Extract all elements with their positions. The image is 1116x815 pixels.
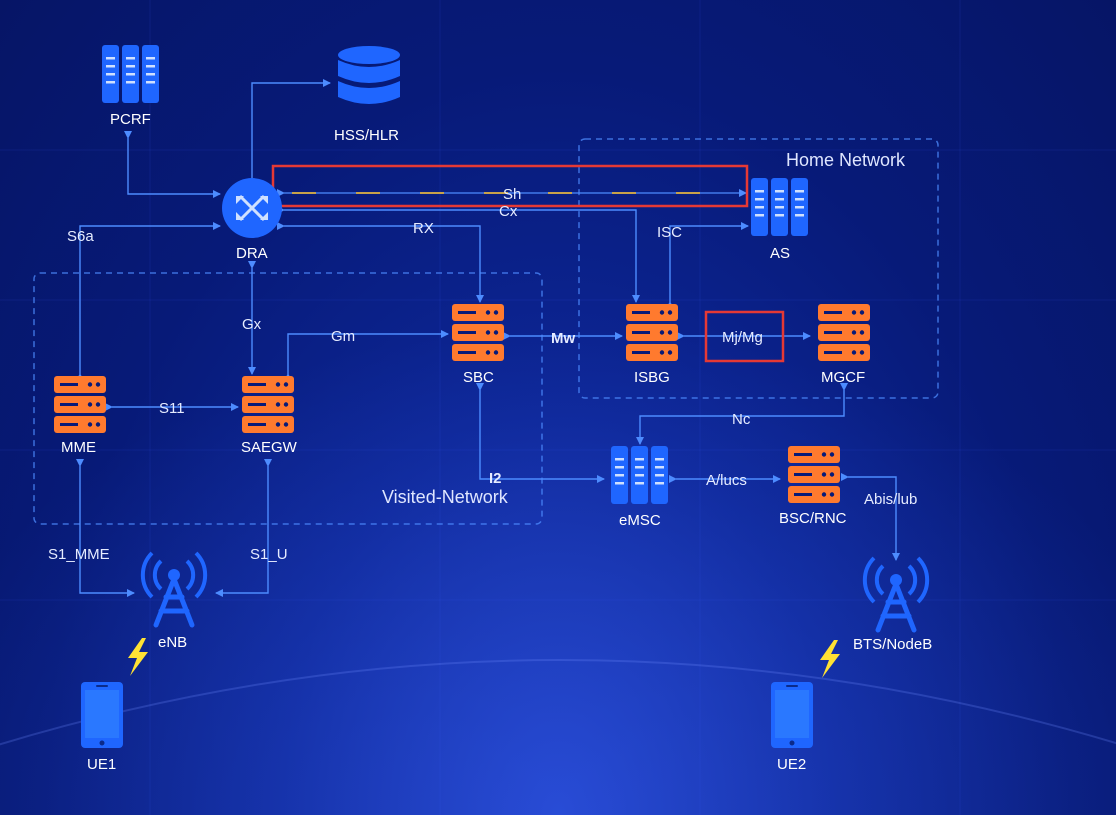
server-blue-icon	[751, 178, 808, 236]
svg-text:DRA: DRA	[236, 245, 268, 262]
as-node: AS	[751, 178, 808, 262]
svg-text:MGCF: MGCF	[821, 369, 865, 386]
router-icon	[222, 178, 282, 238]
link-label-cx: Cx	[499, 203, 518, 220]
svg-text:BTS/NodeB: BTS/NodeB	[853, 636, 932, 653]
hss-node: HSS/HLR	[334, 46, 400, 144]
enb-node: eNB	[143, 553, 205, 651]
server-orange-icon	[242, 376, 294, 433]
svg-text:UE1: UE1	[87, 756, 116, 773]
svg-text:BSC/RNC: BSC/RNC	[779, 510, 847, 527]
link-label-rx: RX	[413, 220, 434, 237]
pcrf-node: PCRF	[102, 45, 159, 128]
phone-icon	[771, 682, 813, 748]
svg-text:AS: AS	[770, 245, 790, 262]
phone-icon	[81, 682, 123, 748]
link-label-s1mme: S1_MME	[48, 546, 110, 563]
link-label-isc: ISC	[657, 224, 682, 241]
sbc-node: SBC	[452, 304, 504, 386]
mgcf-node: MGCF	[818, 304, 870, 386]
server-blue-icon	[102, 45, 159, 103]
link-label-s1u: S1_U	[250, 546, 288, 563]
link-label-alucs: A/lucs	[706, 472, 747, 489]
svg-text:UE2: UE2	[777, 756, 806, 773]
link-label-gx: Gx	[242, 316, 262, 333]
home-network-label: Home Network	[786, 150, 906, 170]
ue1-node: UE1	[81, 682, 123, 773]
link-label-abis: Abis/lub	[864, 491, 917, 508]
sh-highlight-box	[271, 164, 749, 208]
server-blue-icon	[611, 446, 668, 504]
server-orange-icon	[54, 376, 106, 433]
svg-text:HSS/HLR: HSS/HLR	[334, 127, 399, 144]
mme-node: MME	[54, 376, 106, 456]
bsc-node: BSC/RNC	[779, 446, 847, 527]
server-orange-icon	[818, 304, 870, 361]
server-orange-icon	[788, 446, 840, 503]
visited-network-label: Visited-Network	[382, 487, 509, 507]
server-orange-icon	[626, 304, 678, 361]
database-icon	[338, 46, 400, 104]
svg-text:ISBG: ISBG	[634, 369, 670, 386]
link-label-nc: Nc	[732, 411, 751, 428]
dra-node: DRA	[222, 178, 282, 262]
link-label-mjmg: Mj/Mg	[722, 329, 763, 346]
mjmg-highlight-box	[704, 310, 785, 363]
link-label-s11: S11	[159, 400, 185, 417]
ue2-node: UE2	[771, 682, 813, 773]
svg-text:PCRF: PCRF	[110, 111, 151, 128]
svg-text:eMSC: eMSC	[619, 512, 661, 529]
svg-text:eNB: eNB	[158, 634, 187, 651]
link-label-mw: Mw	[551, 330, 575, 347]
link-label-sh: Sh	[503, 186, 521, 203]
svg-text:SAEGW: SAEGW	[241, 439, 298, 456]
svg-text:MME: MME	[61, 439, 96, 456]
link-label-gm: Gm	[331, 328, 355, 345]
link-label-i2: I2	[489, 470, 502, 487]
saegw-node: SAEGW	[241, 376, 298, 456]
bts-node: BTS/NodeB	[853, 558, 932, 653]
server-orange-icon	[452, 304, 504, 361]
isbg-node: ISBG	[626, 304, 678, 386]
link-label-s6a: S6a	[67, 228, 94, 245]
svg-text:SBC: SBC	[463, 369, 494, 386]
emsc-node: eMSC	[611, 446, 668, 529]
